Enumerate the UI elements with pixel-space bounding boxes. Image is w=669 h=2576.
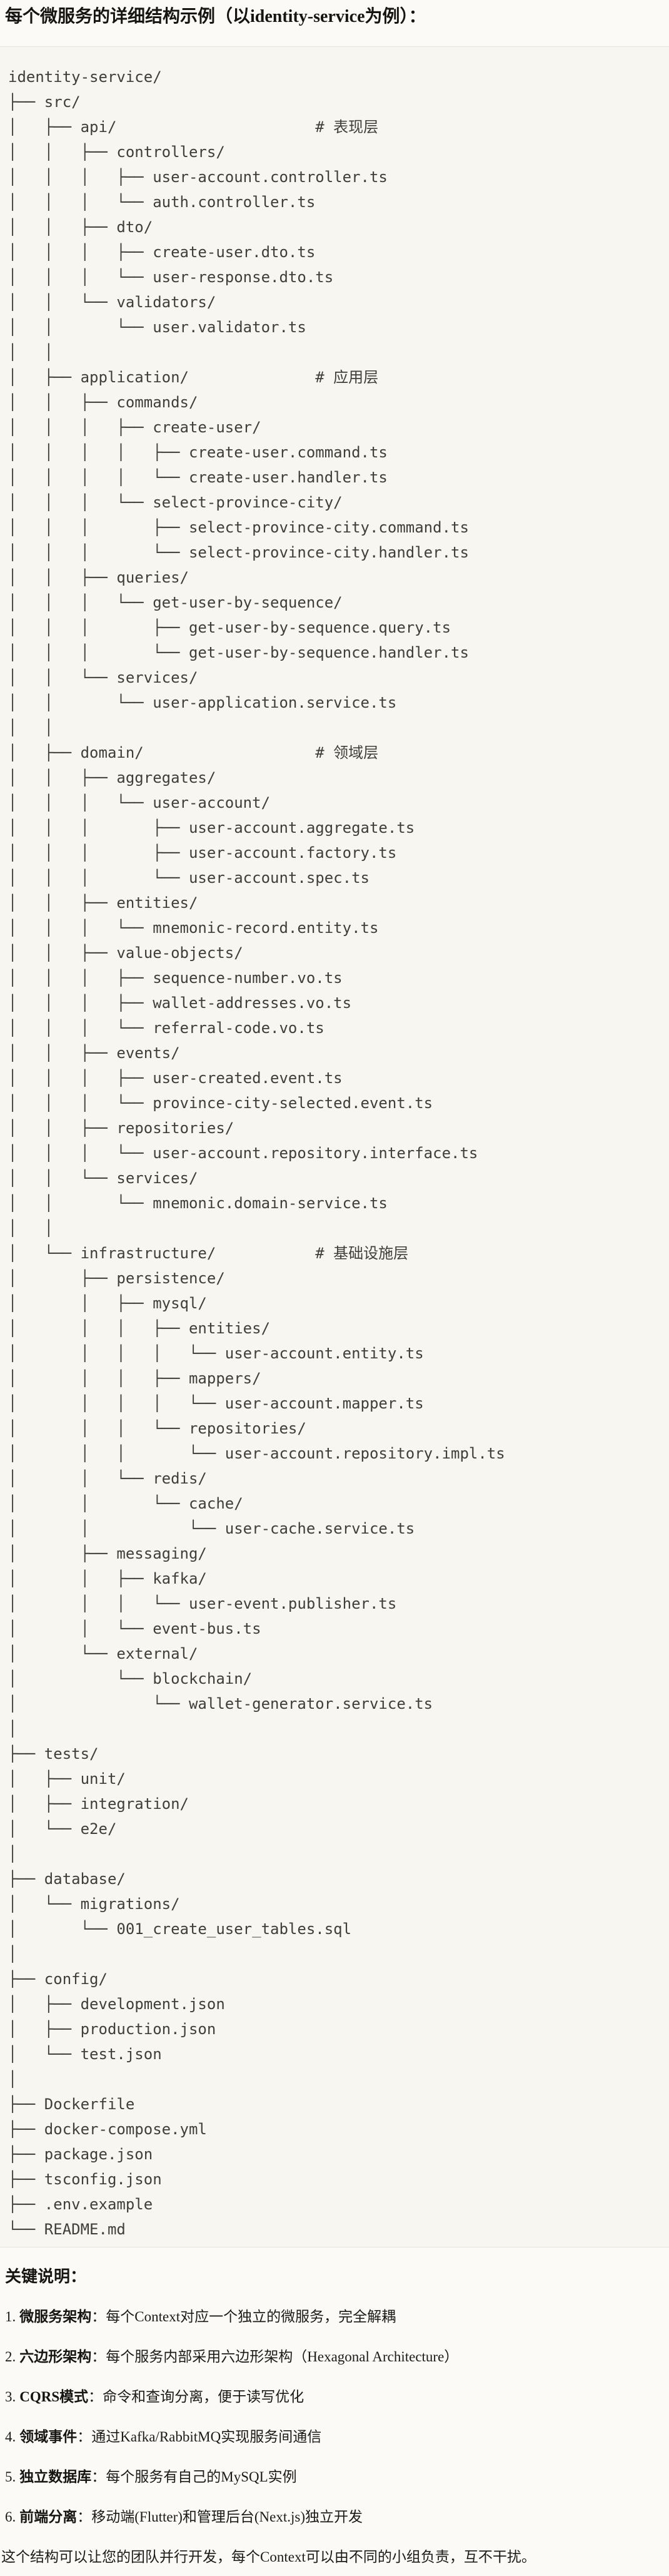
note-number: 4. [5, 2429, 16, 2445]
note-number: 6. [5, 2509, 16, 2525]
note-term: 微服务架构 [19, 2309, 92, 2324]
note-description: 移动端(Flutter)和管理后台(Next.js)独立开发 [91, 2509, 363, 2525]
note-description: 通过Kafka/RabbitMQ实现服务间通信 [91, 2429, 322, 2445]
note-number: 5. [5, 2469, 16, 2485]
note-term: 领域事件 [19, 2429, 78, 2445]
note-colon: ： [77, 2429, 92, 2445]
note-item-domain-events: 4.领域事件：通过Kafka/RabbitMQ实现服务间通信 [0, 2428, 669, 2446]
note-number: 3. [5, 2389, 16, 2405]
note-number: 1. [5, 2309, 16, 2324]
note-item-hexagonal: 2.六边形架构：每个服务内部采用六边形架构（Hexagonal Architec… [0, 2348, 669, 2366]
note-description: 命令和查询分离，便于读写优化 [103, 2389, 304, 2405]
note-colon: ： [91, 2469, 106, 2485]
note-item-independent-db: 5.独立数据库：每个服务有自己的MySQL实例 [0, 2468, 669, 2487]
note-colon: ： [91, 2349, 106, 2365]
note-description: 每个Context对应一个独立的微服务，完全解耦 [106, 2309, 396, 2324]
note-item-cqrs: 3.CQRS模式：命令和查询分离，便于读写优化 [0, 2388, 669, 2406]
page-title: 每个微服务的详细结构示例（以identity-service为例）： [5, 7, 426, 26]
closing-paragraph: 这个结构可以让您的团队并行开发，每个Context可以由不同的小组负责，互不干扰… [1, 2549, 536, 2565]
note-term: CQRS模式 [19, 2389, 89, 2405]
note-description: 每个服务有自己的MySQL实例 [106, 2469, 297, 2485]
note-colon: ： [91, 2309, 106, 2324]
note-term: 前端分离 [19, 2509, 78, 2525]
note-number: 2. [5, 2349, 16, 2365]
note-item-frontend-separation: 6.前端分离：移动端(Flutter)和管理后台(Next.js)独立开发 [0, 2508, 669, 2527]
notes-heading: 关键说明： [5, 2268, 87, 2286]
note-term: 独立数据库 [19, 2469, 92, 2485]
code-block: identity-service/ ├── src/ │ ├── api/ # … [0, 46, 669, 2248]
note-term: 六边形架构 [19, 2349, 92, 2365]
note-colon: ： [88, 2389, 103, 2405]
note-item-microservices: 1.微服务架构：每个Context对应一个独立的微服务，完全解耦 [0, 2308, 669, 2326]
note-colon: ： [77, 2509, 92, 2525]
directory-tree: identity-service/ ├── src/ │ ├── api/ # … [8, 68, 505, 2238]
note-description: 每个服务内部采用六边形架构（Hexagonal Architecture） [106, 2349, 459, 2365]
